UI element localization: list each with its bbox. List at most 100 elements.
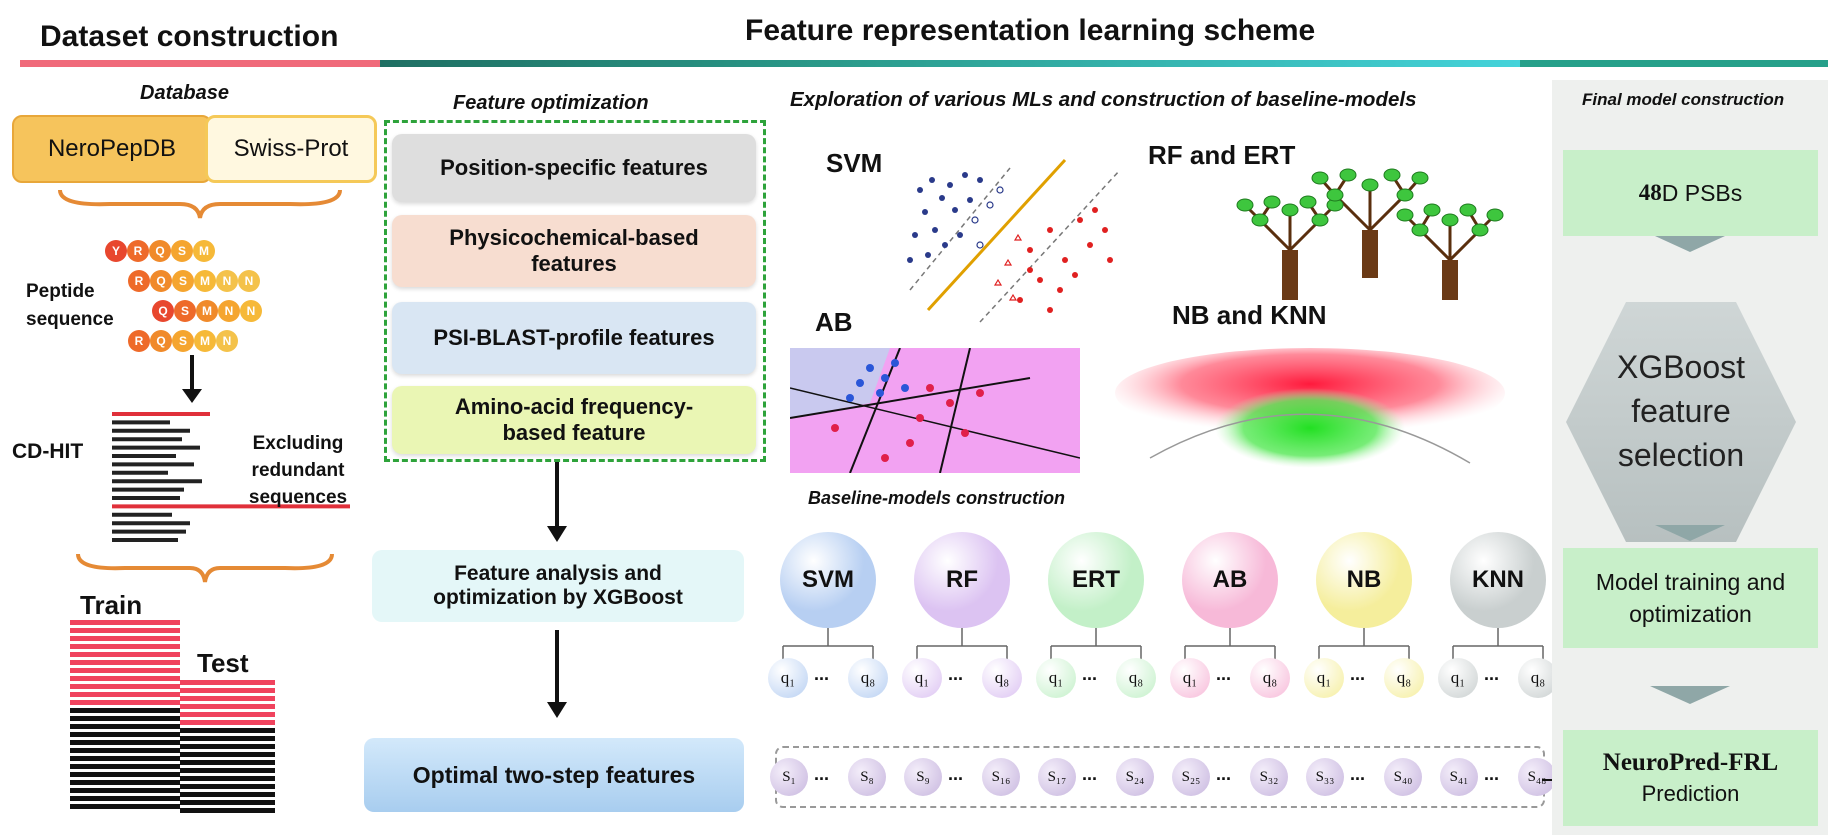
q1-ball: q₁ bbox=[1438, 658, 1478, 698]
peptide-residue: Q bbox=[152, 300, 174, 322]
ellipsis: ... bbox=[814, 664, 830, 684]
predictor-subtitle: Prediction bbox=[1641, 781, 1740, 806]
q8-ball: q₈ bbox=[982, 658, 1022, 698]
positive-bar bbox=[70, 692, 180, 697]
svm-label: SVM bbox=[826, 148, 883, 178]
model-connector bbox=[1318, 628, 1410, 660]
negative-bar bbox=[70, 740, 180, 745]
negative-bar bbox=[180, 744, 275, 749]
arrow-down-features-2 bbox=[547, 630, 567, 718]
ellipsis: ... bbox=[1082, 664, 1098, 684]
feature-physicochemical: Physicochemical-based features bbox=[392, 215, 756, 287]
s-ball: S₁₇ bbox=[1038, 758, 1076, 796]
bracket-db bbox=[58, 189, 342, 219]
s-ball: S₄₁ bbox=[1440, 758, 1478, 796]
negative-bar bbox=[180, 760, 275, 765]
negative-bar bbox=[70, 796, 180, 801]
model-nb: NB bbox=[1316, 532, 1412, 628]
test-label: Test bbox=[197, 648, 249, 678]
peptide-residue: N bbox=[240, 300, 262, 322]
arrow-down-features-1 bbox=[547, 462, 567, 542]
negative-bar bbox=[180, 776, 275, 781]
model-rf: RF bbox=[914, 532, 1010, 628]
predictor-box: NeuroPred-FRL Prediction bbox=[1563, 730, 1818, 826]
negative-bar bbox=[70, 708, 180, 713]
peptide-residue: S bbox=[174, 300, 196, 322]
final-arrow-2 bbox=[1655, 525, 1725, 541]
positive-bar bbox=[180, 688, 275, 693]
db-swissprot: Swiss-Prot bbox=[205, 115, 377, 183]
positive-bar bbox=[70, 652, 180, 657]
model-connector bbox=[916, 628, 1008, 660]
predictor-name: NeuroPred-FRL bbox=[1602, 749, 1779, 776]
negative-bar bbox=[180, 808, 275, 813]
positive-bar bbox=[70, 684, 180, 689]
q1-ball: q₁ bbox=[1170, 658, 1210, 698]
header-bar-teal bbox=[380, 60, 1520, 67]
positive-bar bbox=[180, 696, 275, 701]
s-ball: S₁₆ bbox=[982, 758, 1020, 796]
optimal-features-box: Optimal two-step features bbox=[364, 738, 744, 812]
positive-bar bbox=[70, 628, 180, 633]
ellipsis: ... bbox=[1484, 764, 1500, 784]
negative-bar bbox=[180, 784, 275, 789]
positive-bar bbox=[70, 636, 180, 641]
model-svm: SVM bbox=[780, 532, 876, 628]
training-box: Model training and optimization bbox=[1563, 548, 1818, 648]
s-ball: S₂₄ bbox=[1116, 758, 1154, 796]
negative-bar bbox=[180, 736, 275, 741]
model-connector bbox=[1452, 628, 1544, 660]
positive-bar bbox=[70, 620, 180, 625]
nb-knn-cloud bbox=[1115, 348, 1505, 468]
negative-bar bbox=[180, 768, 275, 773]
peptide-residue: M bbox=[194, 330, 216, 352]
positive-bar bbox=[180, 712, 275, 717]
q1-ball: q₁ bbox=[1304, 658, 1344, 698]
s-ball: S₁ bbox=[770, 758, 808, 796]
svm-scatter-illustration bbox=[907, 158, 1120, 323]
peptide-residue: S bbox=[171, 240, 193, 262]
peptide-residue: R bbox=[127, 240, 149, 262]
feature-optimization-frame bbox=[384, 120, 766, 462]
ab-decision-regions bbox=[790, 348, 1080, 473]
ml-exploration-title: Exploration of various MLs and construct… bbox=[790, 88, 1417, 111]
ellipsis: ... bbox=[1216, 764, 1232, 784]
peptide-residue: N bbox=[238, 270, 260, 292]
q1-ball: q₁ bbox=[1036, 658, 1076, 698]
negative-bar bbox=[70, 780, 180, 785]
positive-bar bbox=[70, 660, 180, 665]
rf-ert-label: RF and ERT bbox=[1148, 140, 1296, 170]
ellipsis: ... bbox=[814, 764, 830, 784]
arrow-down-dataset bbox=[182, 355, 202, 403]
header-feature-scheme: Feature representation learning scheme bbox=[745, 14, 1316, 47]
model-connector bbox=[1184, 628, 1276, 660]
final-arrow-3 bbox=[1650, 686, 1730, 704]
s-ball: S₂₅ bbox=[1172, 758, 1210, 796]
q8-ball: q₈ bbox=[1250, 658, 1290, 698]
ab-label: AB bbox=[815, 307, 853, 337]
train-label: Train bbox=[80, 590, 143, 620]
peptide-residue: Q bbox=[150, 270, 172, 292]
ellipsis: ... bbox=[1484, 664, 1500, 684]
positive-bar bbox=[180, 720, 275, 725]
negative-bar bbox=[70, 804, 180, 809]
ellipsis: ... bbox=[1082, 764, 1098, 784]
peptide-residue: Y bbox=[105, 240, 127, 262]
psb-suffix: D PSBs bbox=[1661, 179, 1743, 206]
peptide-residue: M bbox=[193, 240, 215, 262]
model-ert: ERT bbox=[1048, 532, 1144, 628]
peptide-residue: R bbox=[128, 270, 150, 292]
header-bar-green bbox=[1520, 60, 1828, 67]
peptide-residue: Q bbox=[149, 240, 171, 262]
negative-bar bbox=[70, 724, 180, 729]
header-dataset-construction: Dataset construction bbox=[40, 20, 339, 53]
positive-bar bbox=[180, 704, 275, 709]
negative-bar bbox=[70, 748, 180, 753]
ellipsis: ... bbox=[1350, 664, 1366, 684]
peptide-label: Peptide sequence bbox=[26, 281, 114, 330]
feature-amino-acid-frequency: Amino-acid frequency-based feature bbox=[392, 386, 756, 454]
negative-bar bbox=[70, 756, 180, 761]
tree-illustration bbox=[1236, 168, 1504, 300]
psb-number: 48 bbox=[1638, 180, 1662, 205]
